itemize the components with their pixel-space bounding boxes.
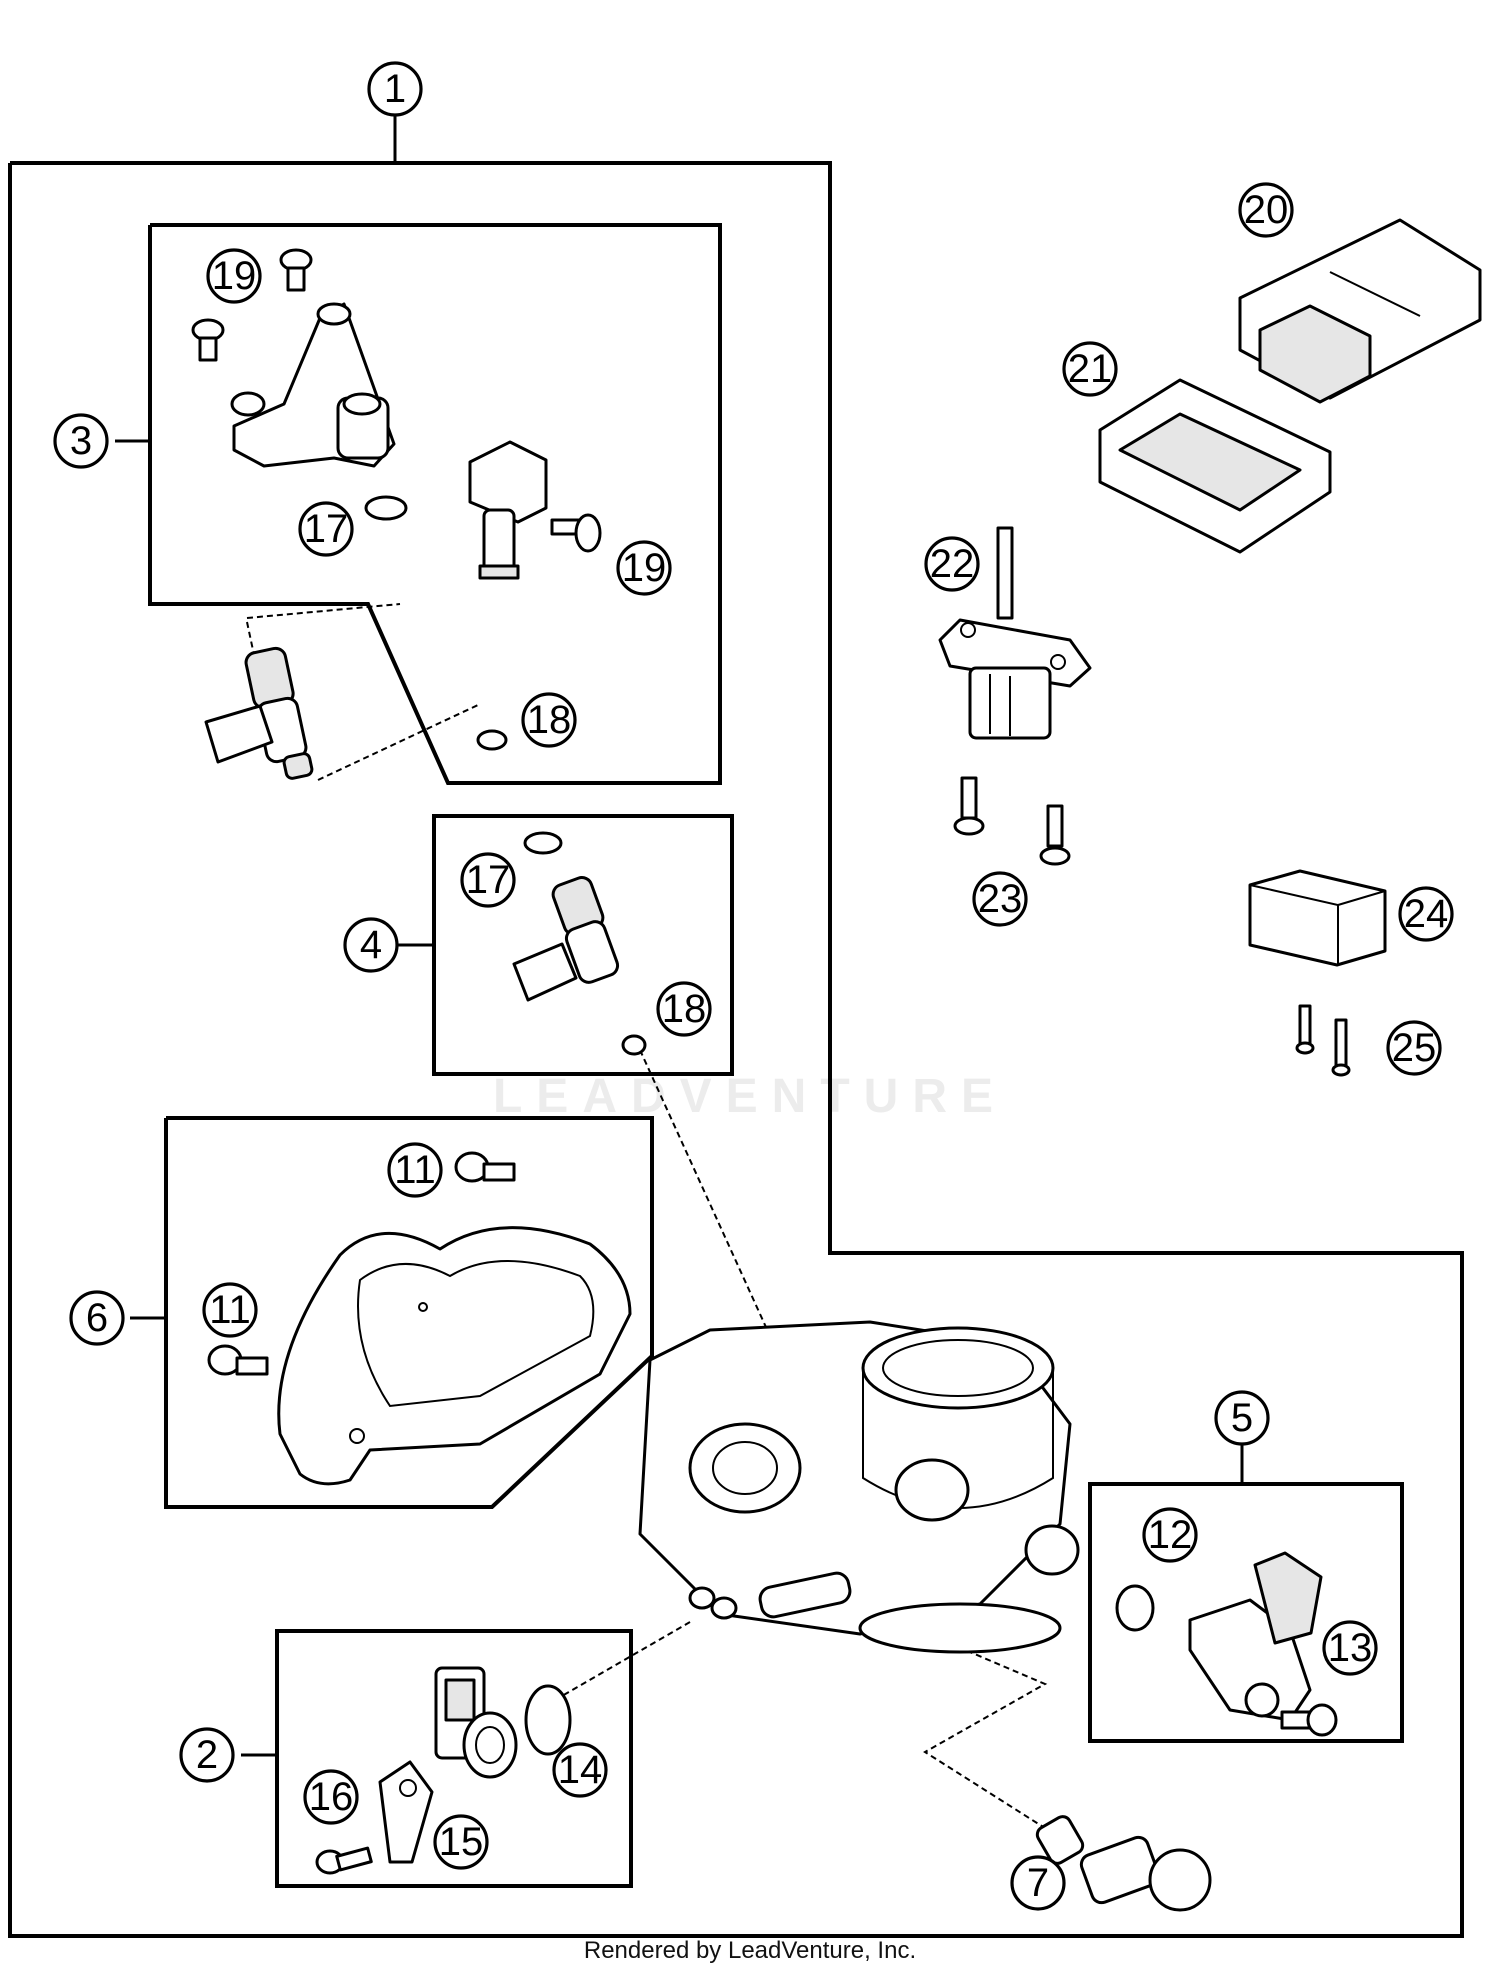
seal-18-a — [476, 729, 508, 751]
module-21 — [1098, 378, 1332, 554]
map-sensor — [434, 1666, 518, 1779]
screw-19-a — [279, 248, 313, 292]
relay-24 — [1248, 869, 1387, 967]
o-ring-14 — [524, 1684, 572, 1756]
callout-16: 16 — [303, 1769, 359, 1825]
svg-text:18: 18 — [527, 698, 572, 742]
svg-text:1: 1 — [384, 67, 406, 111]
callout-19-a: 19 — [206, 248, 262, 304]
svg-text:15: 15 — [439, 1820, 484, 1864]
callout-2: 2 — [179, 1727, 235, 1783]
screw-19-c — [550, 513, 602, 553]
throttle-body — [638, 1320, 1080, 1654]
callout-25: 25 — [1386, 1020, 1442, 1076]
callout-19-b: 19 — [616, 540, 672, 596]
callout-21: 21 — [1062, 341, 1118, 397]
subassembly-6-frame — [164, 1116, 654, 1509]
svg-text:17: 17 — [304, 507, 349, 551]
screw-13 — [1280, 1703, 1338, 1737]
svg-text:25: 25 — [1392, 1026, 1437, 1070]
o-ring-17-b — [523, 831, 563, 855]
fuel-rail-bracket — [230, 302, 396, 468]
screw-23-a — [953, 776, 985, 836]
svg-text:5: 5 — [1231, 1396, 1253, 1440]
injector-holder — [468, 440, 548, 580]
svg-text:22: 22 — [930, 542, 975, 586]
svg-text:11: 11 — [394, 1148, 436, 1192]
svg-text:19: 19 — [622, 546, 667, 590]
screw-23-b — [1039, 804, 1071, 866]
svg-text:20: 20 — [1244, 188, 1289, 232]
o-ring-17-a — [364, 495, 408, 521]
seal-18-b — [621, 1034, 647, 1056]
idle-air-valve — [1035, 1815, 1212, 1912]
callout-4: 4 — [343, 917, 399, 973]
fuel-injector-b — [512, 876, 620, 1002]
svg-text:2: 2 — [196, 1733, 218, 1777]
svg-text:4: 4 — [360, 923, 382, 967]
svg-text:11: 11 — [209, 1288, 251, 1332]
callout-23: 23 — [972, 871, 1028, 927]
bolt-25-a — [1295, 1004, 1315, 1055]
callout-12: 12 — [1142, 1507, 1198, 1563]
callout-11-b: 11 — [202, 1282, 258, 1338]
screw-11-a — [454, 1151, 516, 1183]
callout-15: 15 — [433, 1814, 489, 1870]
callout-6: 6 — [69, 1290, 125, 1346]
screw-16 — [315, 1846, 373, 1875]
footer-credit: Rendered by LeadVenture, Inc. — [583, 1937, 917, 1964]
callout-22: 22 — [924, 536, 980, 592]
svg-text:16: 16 — [309, 1775, 354, 1819]
throttle-cover — [277, 1226, 632, 1486]
bolt-25-b — [1331, 1018, 1351, 1077]
svg-text:19: 19 — [212, 254, 257, 298]
assembly-1-frame — [8, 161, 1464, 1938]
svg-text:23: 23 — [978, 877, 1023, 921]
screw-11-b — [207, 1344, 269, 1376]
svg-text:7: 7 — [1027, 1861, 1049, 1905]
svg-text:21: 21 — [1068, 347, 1113, 391]
callout-13: 13 — [1322, 1620, 1378, 1676]
svg-text:18: 18 — [662, 987, 707, 1031]
throttle-position-sensor — [1188, 1551, 1323, 1722]
callout-1: 1 — [367, 61, 423, 117]
callout-24: 24 — [1398, 886, 1454, 942]
o-ring-12 — [1115, 1584, 1155, 1632]
bracket-15 — [378, 1760, 434, 1864]
svg-text:17: 17 — [466, 858, 511, 902]
subassembly-2-frame — [275, 1629, 633, 1888]
callout-18-b: 18 — [656, 981, 712, 1037]
ecu-20 — [1238, 218, 1482, 404]
callout-20: 20 — [1238, 182, 1294, 238]
svg-text:13: 13 — [1328, 1626, 1373, 1670]
callout-17-a: 17 — [298, 501, 354, 557]
fuel-injector-a — [204, 646, 314, 780]
svg-text:12: 12 — [1148, 1513, 1193, 1557]
svg-text:24: 24 — [1404, 892, 1449, 936]
callout-5: 5 — [1214, 1390, 1270, 1446]
callout-7: 7 — [1010, 1855, 1066, 1911]
callout-3: 3 — [53, 413, 109, 469]
subassembly-3-frame — [148, 223, 722, 785]
callout-14: 14 — [552, 1742, 608, 1798]
callout-18-a: 18 — [521, 692, 577, 748]
callout-17-b: 17 — [460, 852, 516, 908]
svg-text:3: 3 — [70, 419, 92, 463]
screw-19-b — [191, 318, 225, 362]
svg-text:14: 14 — [558, 1748, 603, 1792]
svg-text:6: 6 — [86, 1296, 108, 1340]
subassembly-5-frame — [1088, 1482, 1404, 1743]
watermark-text: LEADVENTURE — [493, 1070, 1007, 1123]
sensor-22 — [938, 526, 1092, 740]
callout-11-a: 11 — [387, 1142, 443, 1198]
